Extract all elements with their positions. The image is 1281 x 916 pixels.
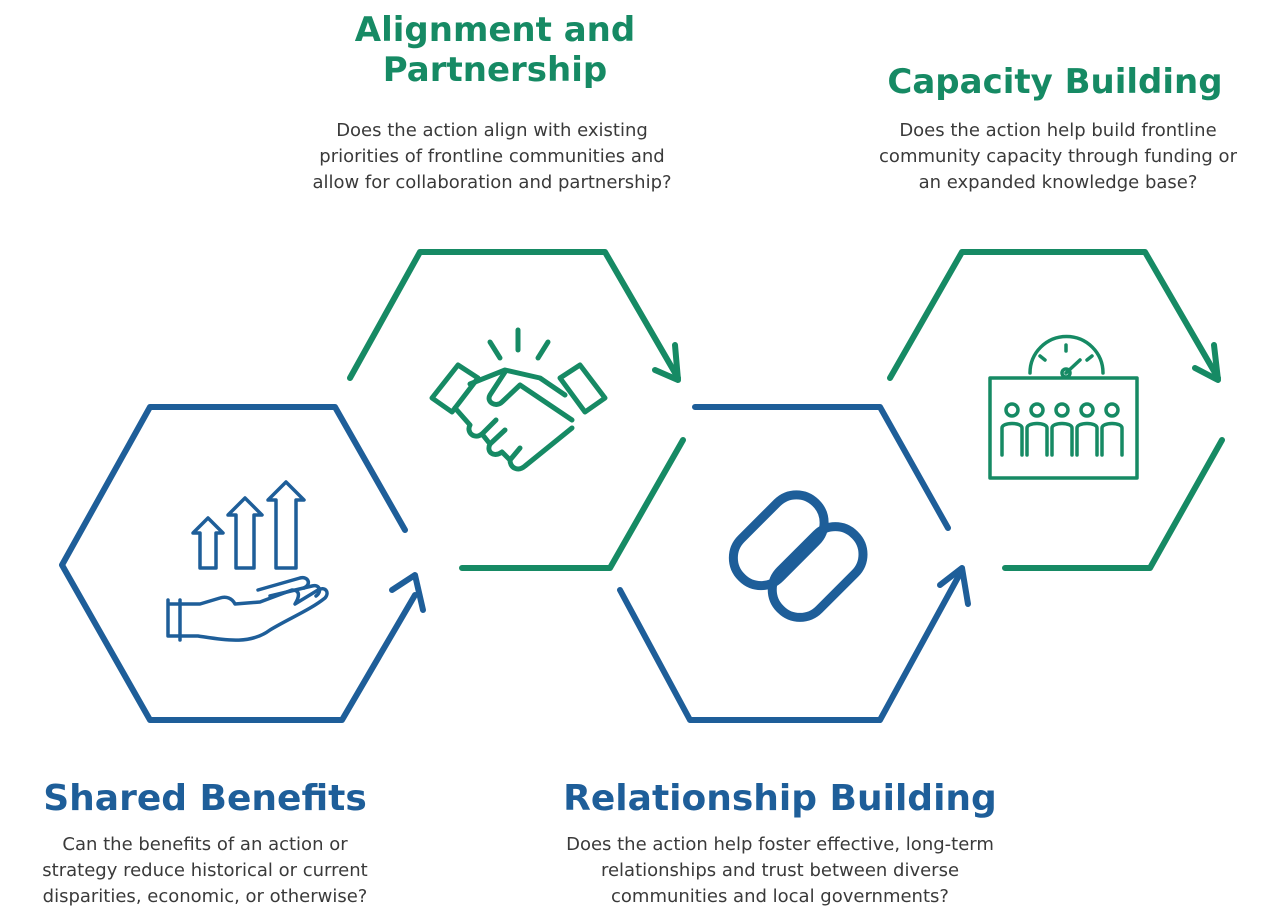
capacity-description: Does the action help build frontline com…: [838, 118, 1278, 196]
alignment-description: Does the action align with existing prio…: [262, 118, 722, 196]
capacity-hexagon: [887, 249, 1225, 571]
description-line: Does the action help foster effective, l…: [566, 834, 994, 855]
description-line: Does the action help build frontline: [899, 120, 1217, 141]
shared-benefits-hexagon: [59, 404, 426, 723]
handshake-icon: [429, 327, 608, 472]
description-line: allow for collaboration and partnership?: [312, 172, 672, 194]
gauge-community-icon: [988, 334, 1139, 480]
description-line: Does the action align with existing: [336, 120, 648, 141]
relationship-hexagon: [617, 404, 971, 723]
description-line: communities and local governments?: [611, 886, 949, 908]
description-line: strategy reduce historical or current: [42, 860, 368, 882]
hand-rising-arrows-icon: [166, 480, 329, 642]
relationship-title: Relationship Building: [563, 778, 997, 819]
relationship-description: Does the action help foster effective, l…: [510, 832, 1050, 910]
shared-benefits-description: Can the benefits of an action or strateg…: [0, 832, 410, 910]
alignment-hexagon: [347, 249, 686, 571]
description-line: priorities of frontline communities and: [319, 146, 665, 168]
alignment-title: Alignment and Partnership: [300, 10, 690, 90]
people-group: [1000, 402, 1124, 457]
shared-benefits-title: Shared Benefits: [43, 778, 367, 819]
alignment-title-line: Partnership: [382, 50, 608, 91]
capacity-title: Capacity Building: [887, 62, 1223, 102]
chain-link-icon: [728, 490, 868, 622]
description-line: Can the benefits of an action or: [62, 834, 348, 855]
description-line: relationships and trust between diverse: [600, 860, 960, 882]
description-line: an expanded knowledge base?: [918, 172, 1198, 194]
alignment-title-line: Alignment and: [354, 10, 636, 50]
description-line: disparities, economic, or otherwise?: [42, 886, 368, 908]
description-line: community capacity through funding or: [879, 146, 1237, 168]
